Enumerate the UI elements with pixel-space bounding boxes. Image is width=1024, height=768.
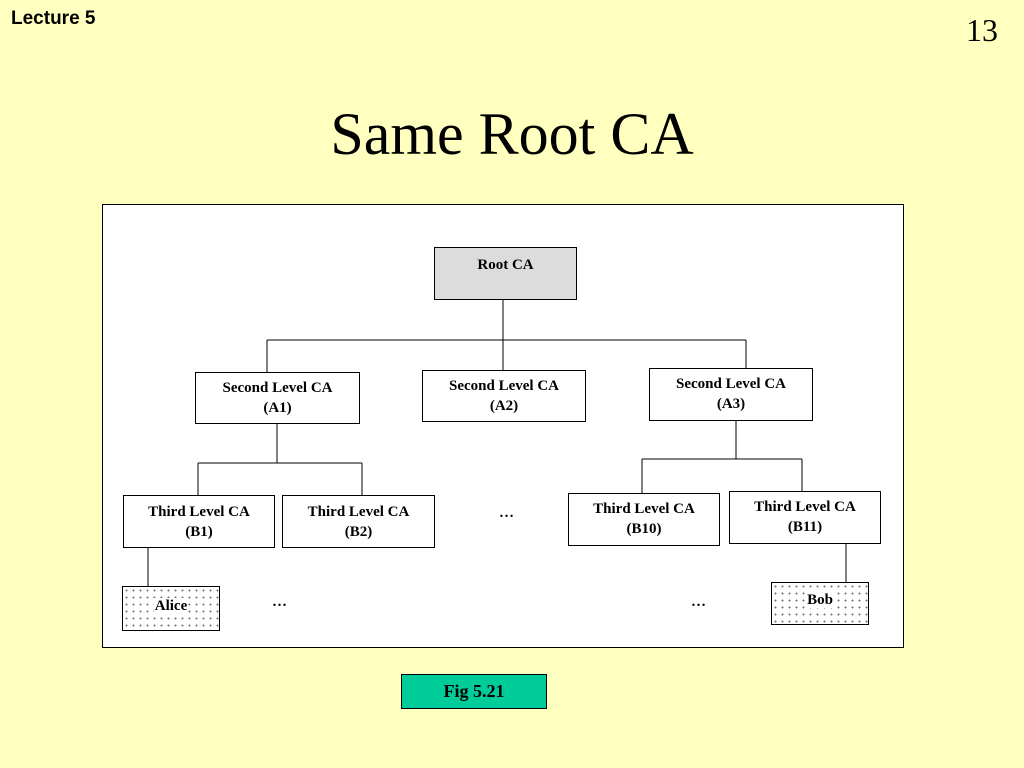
user-label-bob: Bob [806, 592, 834, 608]
node-label-line1: Second Level CA [676, 376, 786, 392]
connector-lines [147, 300, 847, 586]
slide-number: 13 [966, 12, 998, 48]
ellipsis-third-level: … [499, 505, 514, 521]
node-second-level-a2: Second Level CA (A2) [422, 370, 586, 422]
node-label-line2: (B2) [344, 524, 373, 540]
node-label-line1: Third Level CA [148, 504, 250, 520]
node-third-level-b10: Third Level CA (B10) [568, 493, 720, 546]
node-label-line1: Third Level CA [307, 504, 410, 520]
node-label-line2: (A3) [716, 396, 746, 412]
node-third-level-b11: Third Level CA (B11) [729, 491, 881, 544]
node-label-line1: Third Level CA [754, 499, 856, 515]
ellipsis-users-left: … [272, 594, 287, 610]
node-third-level-b1: Third Level CA (B1) [123, 495, 275, 548]
node-second-level-a3: Second Level CA (A3) [649, 368, 813, 421]
node-user-alice: Alice [122, 586, 220, 631]
figure-caption: Fig 5.21 [401, 674, 547, 709]
ellipsis-users-right: … [691, 594, 706, 610]
node-user-bob: Bob [771, 582, 869, 625]
node-label-line2: (B10) [626, 521, 662, 537]
node-label-line1: Second Level CA [222, 380, 333, 396]
node-root-ca: Root CA [434, 247, 577, 300]
node-label-line2: (B1) [185, 524, 213, 540]
node-root-ca-label: Root CA [477, 257, 534, 273]
user-label-alice: Alice [153, 598, 189, 614]
node-second-level-a1: Second Level CA (A1) [195, 372, 360, 424]
slide-title: Same Root CA [330, 101, 694, 167]
node-label-line1: Second Level CA [449, 378, 559, 394]
node-label-line2: (B11) [787, 519, 823, 535]
node-third-level-b2: Third Level CA (B2) [282, 495, 435, 548]
lecture-label: Lecture 5 [11, 8, 96, 29]
node-label-line1: Third Level CA [593, 501, 695, 517]
node-label-line2: (A1) [263, 400, 292, 416]
node-label-line2: (A2) [489, 398, 519, 414]
diagram-frame: Root CA Second Level CA (A1) Second Leve… [102, 204, 904, 648]
